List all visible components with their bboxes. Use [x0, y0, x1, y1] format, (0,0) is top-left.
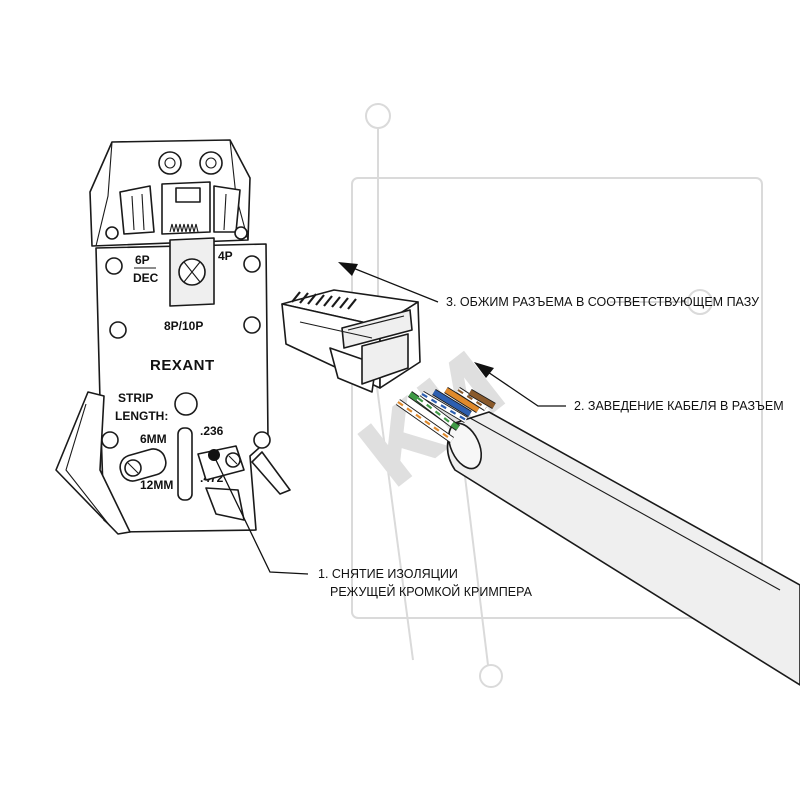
tool-bottom-latch [205, 487, 245, 521]
size-6mm-label: 6MM [140, 432, 167, 446]
strip-length-label: LENGTH: [115, 409, 168, 423]
size-12mm-label: 12MM [140, 478, 173, 492]
callout-step1-text-line2: РЕЖУЩЕЙ КРОМКОЙ КРИМПЕРА [330, 584, 533, 599]
network-cable [446, 411, 800, 686]
strip-label: STRIP [118, 391, 153, 405]
crimping-tool: 6P DEC 4P 8P/10P REXANT STRIP LENGTH: 6M… [55, 139, 291, 535]
inch-236-label: .236 [200, 424, 224, 438]
slot-8p10p-label: 8P/10P [164, 319, 203, 333]
cutting-edge-marker [208, 449, 220, 461]
slot-6p-label: 6P [135, 253, 150, 267]
rivet [199, 151, 223, 175]
cable-jacket [446, 411, 800, 686]
callout-step1-text-line1: 1. СНЯТИЕ ИЗОЛЯЦИИ [318, 567, 458, 581]
callout-step2-text: 2. ЗАВЕДЕНИЕ КАБЕЛЯ В РАЗЪЕМ [574, 399, 784, 413]
slot-dec-label: DEC [133, 271, 159, 285]
rivet [158, 151, 182, 175]
tool-left-handle [55, 391, 131, 535]
callout-step3-text: 3. ОБЖИМ РАЗЪЕМА В СООТВЕТСТВУЮЩЕМ ПАЗУ [446, 295, 759, 309]
callout-step3: 3. ОБЖИМ РАЗЪЕМА В СООТВЕТСТВУЮЩЕМ ПАЗУ [338, 262, 759, 309]
slot-4p-label: 4P [218, 249, 233, 263]
callout-step2: 2. ЗАВЕДЕНИЕ КАБЕЛЯ В РАЗЪЕМ [474, 362, 784, 413]
brand-logo: REXANT [150, 357, 215, 374]
twisted-pairs [395, 387, 496, 443]
crimp-blades [105, 181, 248, 240]
tool-right-handle [251, 451, 291, 495]
callout-step1: 1. СНЯТИЕ ИЗОЛЯЦИИ РЕЖУЩЕЙ КРОМКОЙ КРИМП… [213, 455, 533, 599]
rj45-connector [281, 289, 421, 393]
strip-slot [177, 427, 193, 501]
connector-contacts [291, 291, 357, 310]
